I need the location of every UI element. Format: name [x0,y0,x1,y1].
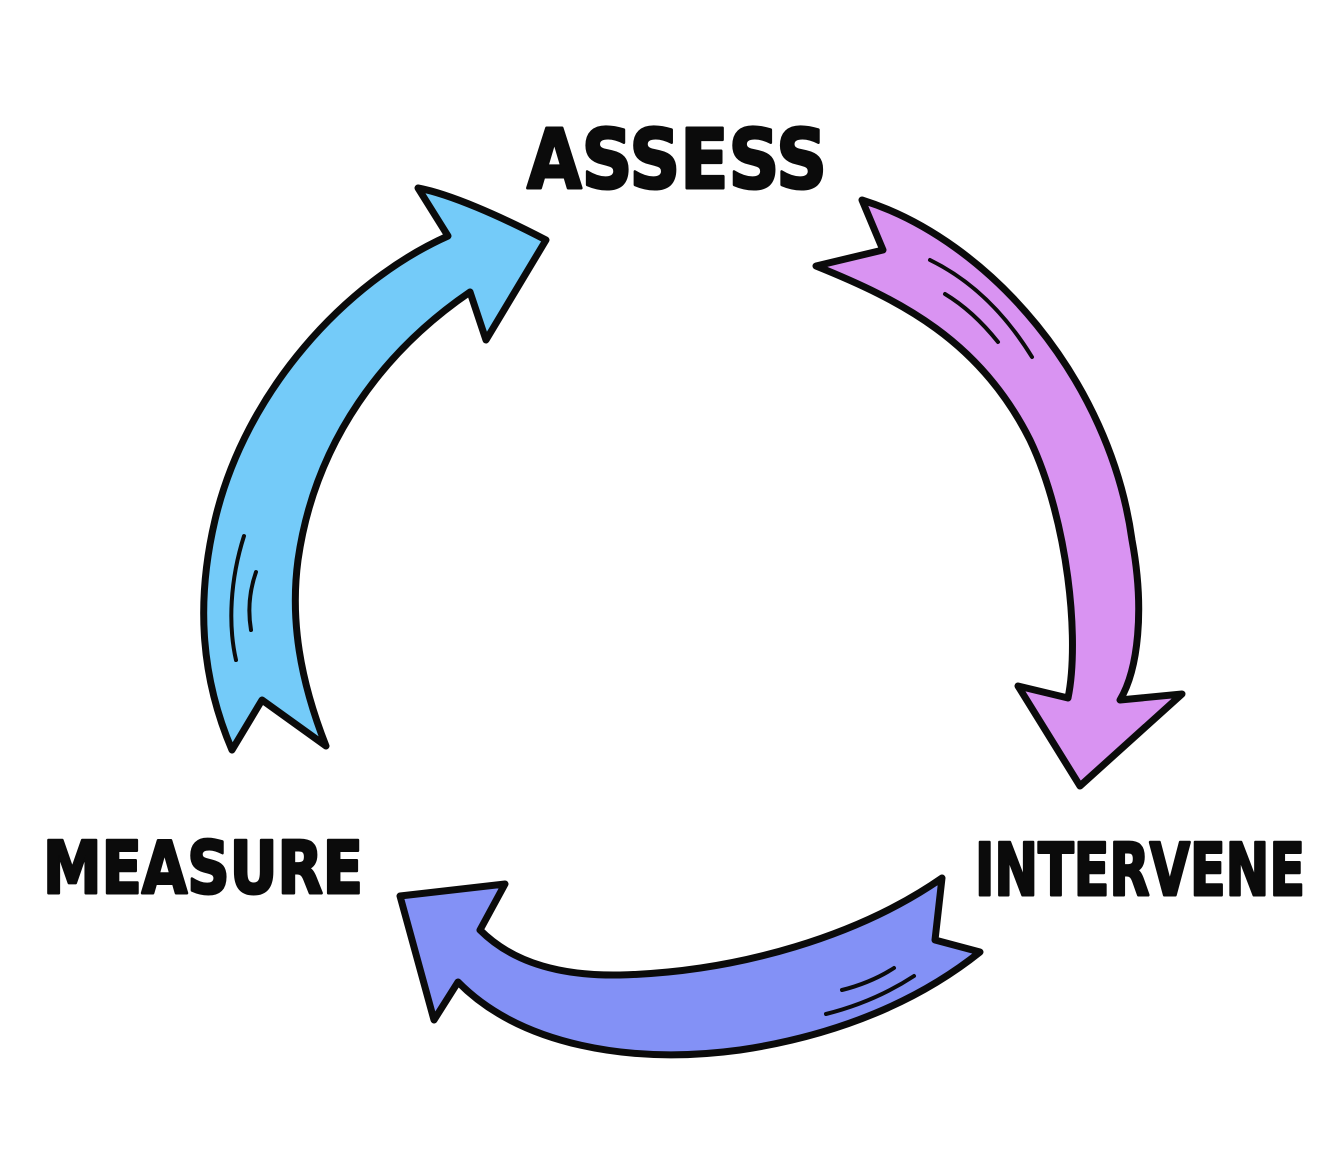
arrow-assess-to-intervene [812,196,1186,790]
stage-label-assess: ASSESS [527,113,827,208]
sketch-mark-blue-2 [247,570,258,632]
sketch-mark-purple-1 [928,258,1034,359]
stage-label-intervene: INTERVENE [975,828,1305,912]
arrow-body-purple [812,196,1186,790]
sketch-mark-blue-1 [229,534,246,662]
sketch-mark-purple-2 [943,292,1000,344]
sketch-mark-indigo-1 [824,974,916,1016]
sketch-mark-indigo-2 [840,966,896,992]
arrow-intervene-to-measure [396,874,984,1059]
arrow-body-blue [200,184,550,754]
stage-label-measure: MEASURE [43,826,363,910]
arrow-measure-to-assess [200,184,550,754]
